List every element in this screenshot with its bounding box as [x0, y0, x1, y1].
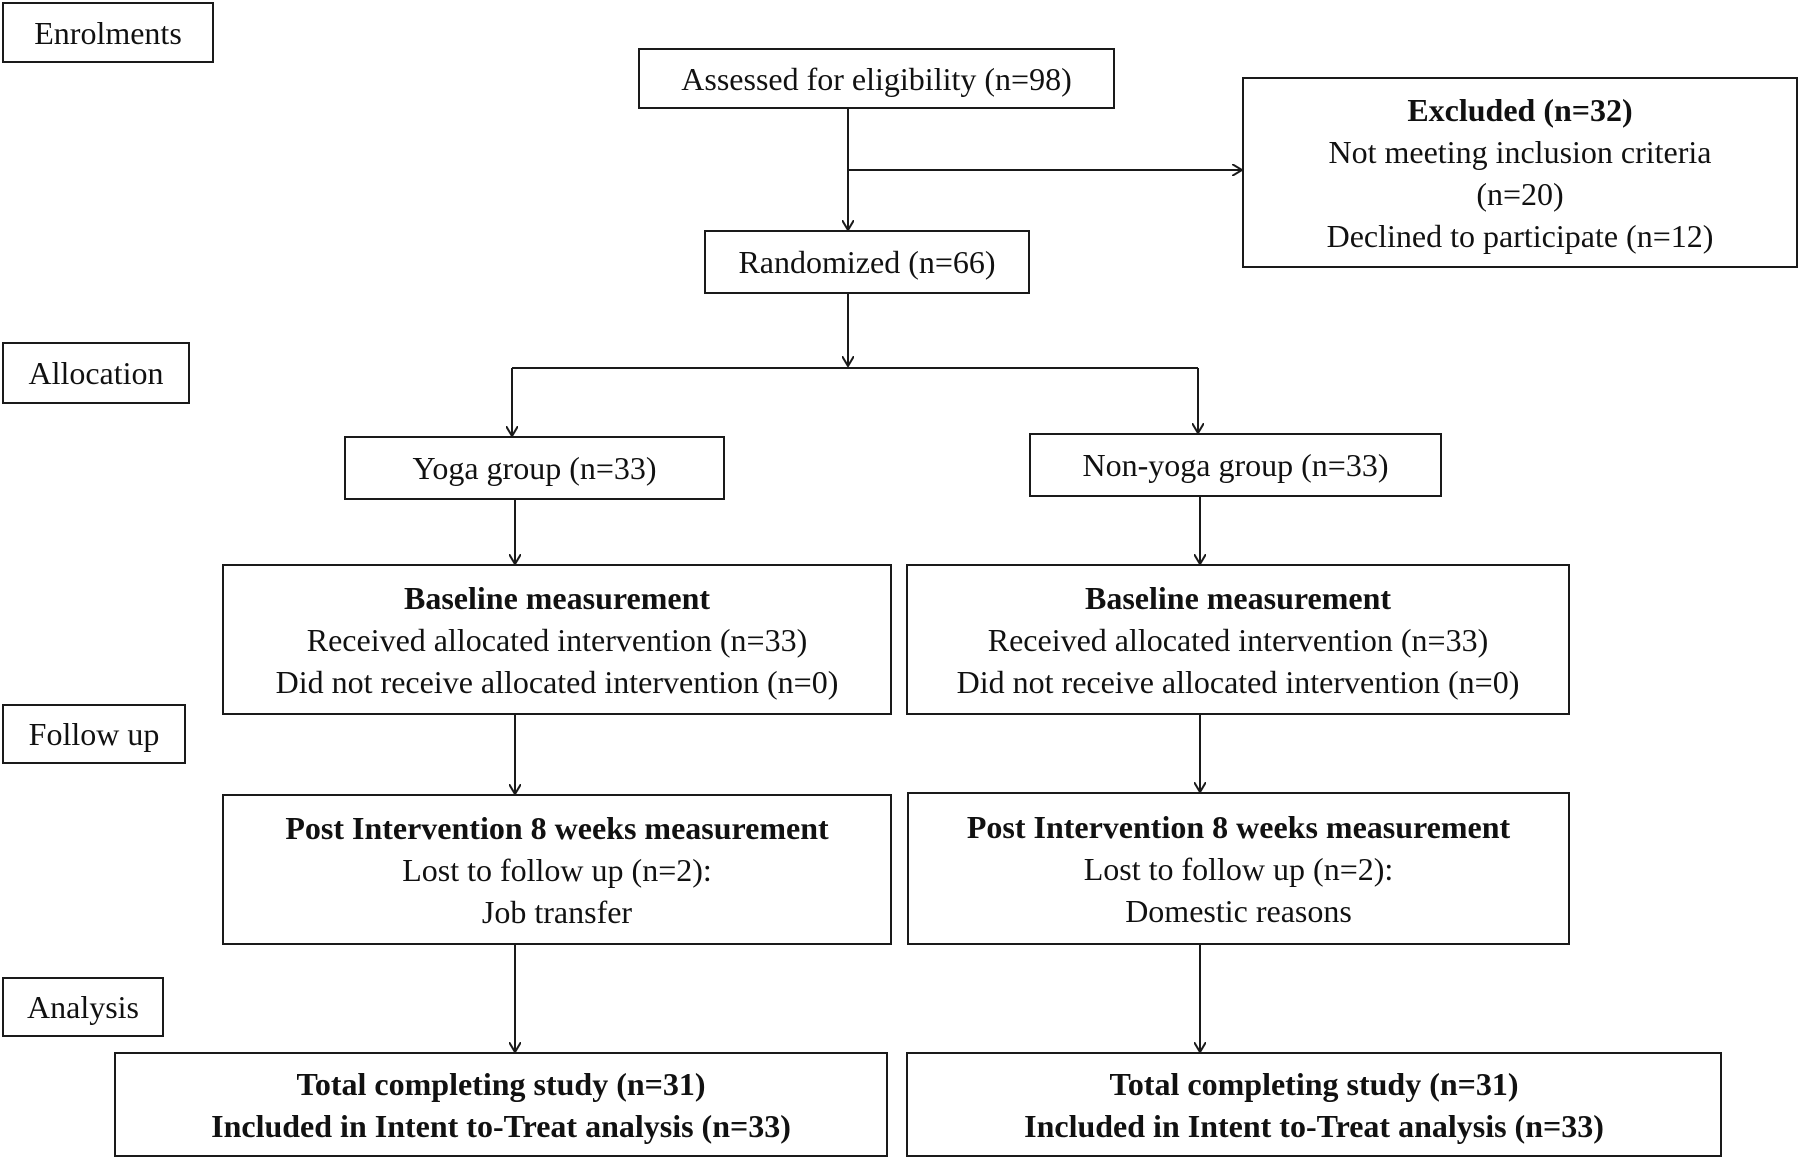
yoga-analysis-line-2: Included in Intent to-Treat analysis (n=…	[211, 1107, 791, 1144]
nonyoga-baseline-not-received: Did not receive allocated intervention (…	[956, 663, 1520, 700]
yoga-group-text: Yoga group (n=33)	[412, 450, 657, 486]
stage-label-enrolment-text: Enrolments	[34, 14, 182, 51]
nonyoga-baseline-received: Received allocated intervention (n=33)	[987, 621, 1489, 658]
assessed-box: Assessed for eligibility (n=98)	[638, 48, 1115, 109]
yoga-post-title: Post Intervention 8 weeks measurement	[285, 809, 829, 846]
yoga-group-box: Yoga group (n=33)	[344, 436, 725, 500]
yoga-baseline-box: Baseline measurement Received allocated …	[222, 564, 892, 715]
yoga-baseline-title: Baseline measurement	[403, 579, 711, 616]
stage-label-analysis: Analysis	[2, 977, 164, 1037]
nonyoga-post-reason: Domestic reasons	[1125, 892, 1352, 929]
excluded-line-1: Not meeting inclusion criteria	[1328, 133, 1712, 170]
nonyoga-post-title: Post Intervention 8 weeks measurement	[966, 808, 1511, 845]
nonyoga-post-box: Post Intervention 8 weeks measurement Lo…	[907, 792, 1570, 945]
nonyoga-group-text: Non-yoga group (n=33)	[1082, 447, 1389, 483]
nonyoga-group-box: Non-yoga group (n=33)	[1029, 433, 1442, 497]
nonyoga-baseline-box: Baseline measurement Received allocated …	[906, 564, 1570, 715]
stage-label-enrolment: Enrolments	[2, 2, 214, 63]
excluded-line-2: (n=20)	[1476, 175, 1564, 212]
yoga-baseline-not-received: Did not receive allocated intervention (…	[275, 663, 839, 700]
nonyoga-post-lost: Lost to follow up (n=2):	[1083, 850, 1394, 887]
stage-label-follow-up-text: Follow up	[28, 716, 160, 752]
nonyoga-baseline-title: Baseline measurement	[1084, 579, 1392, 616]
yoga-baseline-received: Received allocated intervention (n=33)	[306, 621, 808, 658]
nonyoga-analysis-line-2: Included in Intent to-Treat analysis (n=…	[1024, 1107, 1604, 1144]
excluded-line-3: Declined to participate (n=12)	[1326, 217, 1714, 254]
stage-label-allocation-text: Allocation	[28, 355, 164, 391]
excluded-title: Excluded (n=32)	[1407, 91, 1633, 128]
nonyoga-analysis-line-1: Total completing study (n=31)	[1109, 1065, 1519, 1102]
nonyoga-analysis-box: Total completing study (n=31) Included i…	[906, 1052, 1722, 1157]
stage-label-analysis-text: Analysis	[27, 989, 139, 1025]
stage-label-follow-up: Follow up	[2, 704, 186, 764]
yoga-post-box: Post Intervention 8 weeks measurement Lo…	[222, 794, 892, 945]
excluded-box: Excluded (n=32) Not meeting inclusion cr…	[1242, 77, 1798, 268]
assessed-text: Assessed for eligibility (n=98)	[681, 60, 1072, 97]
yoga-post-reason: Job transfer	[481, 893, 633, 930]
stage-label-allocation: Allocation	[2, 342, 190, 404]
yoga-post-lost: Lost to follow up (n=2):	[402, 851, 712, 888]
randomized-text: Randomized (n=66)	[738, 244, 996, 280]
yoga-analysis-line-1: Total completing study (n=31)	[296, 1065, 706, 1102]
yoga-analysis-box: Total completing study (n=31) Included i…	[114, 1052, 888, 1157]
randomized-box: Randomized (n=66)	[704, 230, 1030, 294]
